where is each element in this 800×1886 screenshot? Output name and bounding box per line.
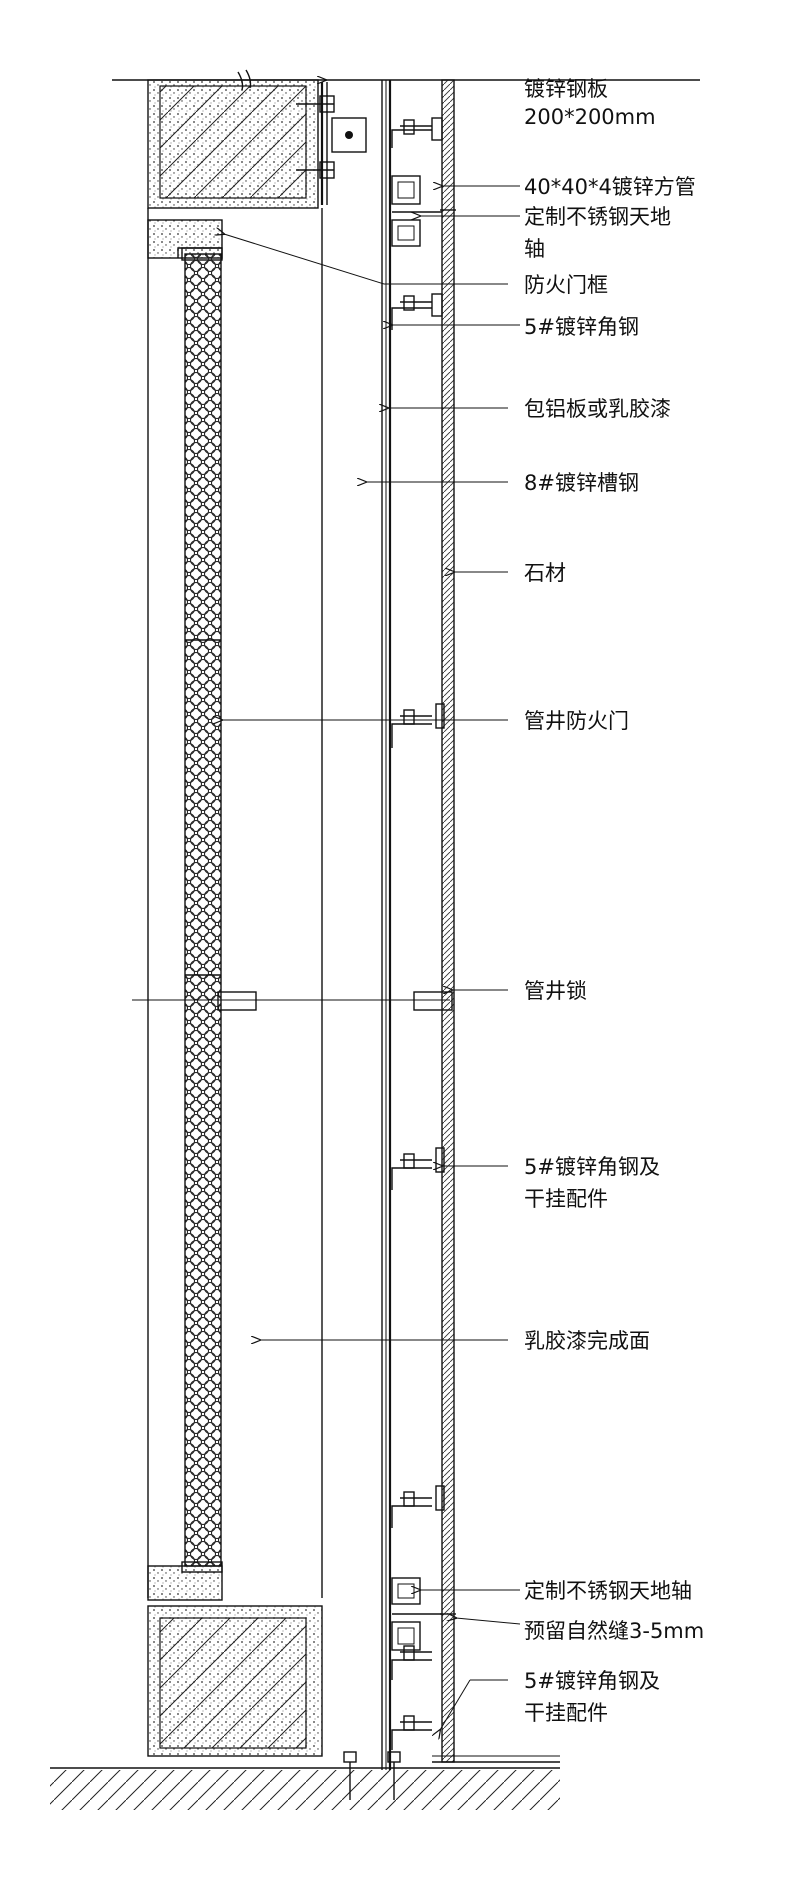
shaft-lock-shape: [132, 991, 453, 1011]
label-shaft-lock: 管井锁: [524, 979, 587, 1003]
label-ss-pivot-top-2: 轴: [524, 237, 545, 261]
label-fire-door-frame: 防火门框: [524, 273, 608, 297]
bottom-slab: [147, 1605, 323, 1757]
ground-floor: [50, 1751, 560, 1810]
annotation-labels: 镀锌钢板 200*200mm 40*40*4镀锌方管 定制不锈钢天地 轴 防火门…: [524, 77, 704, 1725]
channel-steel-column: [381, 80, 392, 1770]
label-ss-pivot-top-1: 定制不锈钢天地: [524, 205, 671, 229]
label-natural-gap: 预留自然缝3-5mm: [524, 1619, 704, 1643]
label-angle-steel-top: 5#镀锌角钢: [524, 315, 639, 339]
label-galv-steel-plate-2: 200*200mm: [524, 105, 656, 129]
label-angle-steel-hanger-bottom-1: 5#镀锌角钢及: [524, 1669, 660, 1693]
angle-brackets: [391, 117, 445, 1750]
square-tube-top: [391, 175, 442, 247]
label-angle-steel-hanger-mid-2: 干挂配件: [524, 1187, 608, 1211]
label-angle-steel-hanger-mid-1: 5#镀锌角钢及: [524, 1155, 660, 1179]
leader-lines: [222, 80, 521, 1730]
square-tube-bottom: [391, 1577, 442, 1651]
label-alu-panel-or-latex: 包铝板或乳胶漆: [524, 397, 671, 421]
label-channel-steel: 8#镀锌槽钢: [524, 471, 639, 495]
galv-steel-plate-shape: [331, 117, 367, 153]
fire-door-leaf: [184, 253, 222, 1567]
label-latex-finish: 乳胶漆完成面: [524, 1329, 650, 1353]
label-galv-steel-plate-1: 镀锌钢板: [524, 77, 608, 101]
top-slab: [112, 69, 700, 209]
top-anchor-bolts: [296, 82, 335, 205]
label-stone: 石材: [524, 561, 566, 585]
door-frame-sill: [147, 1561, 223, 1601]
label-shaft-fire-door: 管井防火门: [524, 709, 629, 733]
label-angle-steel-hanger-bottom-2: 干挂配件: [524, 1701, 608, 1725]
label-galv-square-tube: 40*40*4镀锌方管: [524, 175, 696, 199]
label-ss-pivot-bottom: 定制不锈钢天地轴: [524, 1579, 692, 1603]
